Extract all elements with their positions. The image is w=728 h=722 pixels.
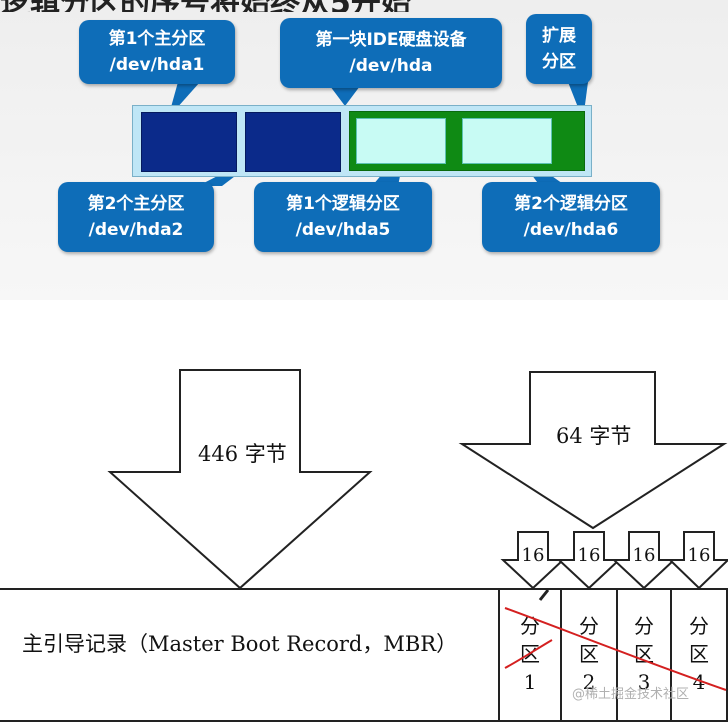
bytes-64-arrow xyxy=(458,371,728,530)
partition-3-bytes: 16 xyxy=(632,545,656,566)
callout-primary-1: 第1个主分区 /dev/hda1 xyxy=(79,20,235,84)
partition-naming-panel: 逻辑分区的序号将始终从5开始 第1个主分区 /dev/hda1 第一块IDE硬盘… xyxy=(0,0,728,300)
entry-3-char-2: 区 xyxy=(634,642,654,666)
callout-primary-1-title: 第1个主分区 xyxy=(108,29,206,49)
logical-partition-1 xyxy=(356,118,446,164)
entry-1-char-1: 分 xyxy=(520,614,540,638)
bytes-64-label: 64 字节 xyxy=(556,424,632,448)
extended-partition xyxy=(349,111,585,171)
primary-partition-1 xyxy=(141,112,237,172)
watermark: @稀土掘金技术社区 xyxy=(572,687,690,702)
entry-2-char-2: 区 xyxy=(579,642,599,666)
callout-disk-title: 第一块IDE硬盘设备 xyxy=(315,30,467,50)
callout-logical-2-title: 第2个逻辑分区 xyxy=(514,194,628,214)
bytes-446-arrow xyxy=(107,369,373,590)
entry-4-char-1: 分 xyxy=(689,614,709,638)
partition-1-bytes: 16 xyxy=(521,545,545,566)
entry-2-char-1: 分 xyxy=(579,614,599,638)
callout-disk-device: /dev/hda xyxy=(349,56,433,76)
callout-primary-1-device: /dev/hda1 xyxy=(109,55,205,75)
callout-primary-2: 第2个主分区 /dev/hda2 xyxy=(58,182,214,252)
callout-extended: 扩展 分区 xyxy=(526,14,592,84)
bytes-446-label: 446 字节 xyxy=(198,442,287,466)
callout-disk: 第一块IDE硬盘设备 /dev/hda xyxy=(280,18,502,88)
slide-title: 逻辑分区的序号将始终从5开始 xyxy=(0,0,520,12)
callout-logical-2-device: /dev/hda6 xyxy=(523,220,619,240)
callout-primary-2-device: /dev/hda2 xyxy=(88,220,184,240)
logical-partition-2 xyxy=(462,118,552,164)
mbr-label: 主引导记录（Master Boot Record，MBR） xyxy=(22,632,458,656)
callout-logical-1-title: 第1个逻辑分区 xyxy=(286,194,400,214)
partition-table-entry-1: 分区 1 xyxy=(498,588,562,722)
mbr-record-box: 主引导记录（Master Boot Record，MBR） xyxy=(0,588,500,722)
partition-3-arrow xyxy=(611,531,677,590)
partition-4-bytes: 16 xyxy=(687,545,711,566)
callout-logical-1-device: /dev/hda5 xyxy=(295,220,391,240)
callout-extended-line2: 分区 xyxy=(542,52,576,72)
partition-4-arrow xyxy=(667,531,728,590)
partition-2-bytes: 16 xyxy=(577,545,601,566)
hard-disk-bar xyxy=(132,105,592,177)
partition-1-arrow xyxy=(500,531,566,590)
callout-primary-2-title: 第2个主分区 xyxy=(87,194,185,214)
entry-3-char-1: 分 xyxy=(634,614,654,638)
callout-logical-2: 第2个逻辑分区 /dev/hda6 xyxy=(482,182,660,252)
partition-2-arrow xyxy=(556,531,622,590)
callout-extended-line1: 扩展 xyxy=(542,26,576,46)
entry-1-number: 1 xyxy=(523,670,537,694)
entry-4-char-2: 区 xyxy=(689,642,709,666)
callout-logical-1: 第1个逻辑分区 /dev/hda5 xyxy=(254,182,432,252)
primary-partition-2 xyxy=(245,112,341,172)
entry-1-char-2: 区 xyxy=(520,642,540,666)
